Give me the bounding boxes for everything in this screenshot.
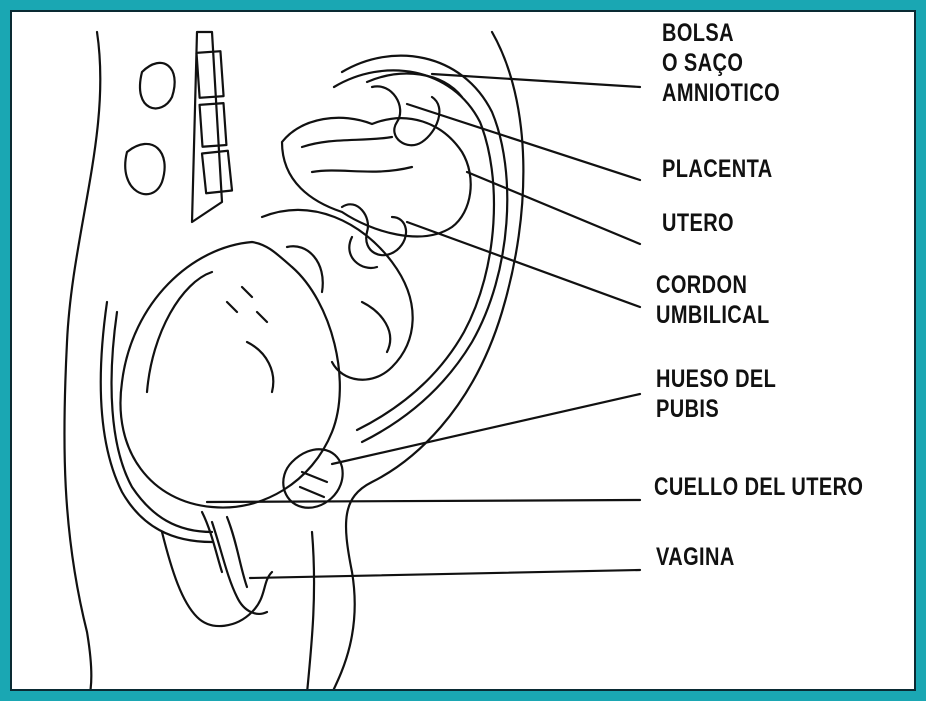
kidney-upper	[140, 63, 175, 109]
leader-cuello	[207, 500, 640, 502]
placenta	[282, 118, 471, 237]
umbilical-cord	[342, 86, 439, 268]
label-bolsa-line2: O SAÇO	[662, 48, 780, 78]
pubic-bone	[283, 449, 342, 508]
leader-hueso	[332, 394, 640, 464]
label-utero: UTERO	[662, 208, 734, 238]
kidney-lower	[125, 144, 164, 194]
back-outline	[64, 32, 100, 691]
label-cordon: CORDON UMBILICAL	[656, 270, 770, 330]
label-cuello: CUELLO DEL UTERO	[654, 472, 863, 502]
pregnancy-anatomy-illustration	[12, 12, 916, 691]
label-hueso-line1: HUESO DEL	[656, 364, 776, 394]
label-hueso: HUESO DEL PUBIS	[656, 364, 776, 424]
baby-head	[120, 242, 339, 508]
diagram-panel: BOLSA O SAÇO AMNIOTICO PLACENTA UTERO CO…	[10, 10, 916, 691]
label-bolsa: BOLSA O SAÇO AMNIOTICO	[662, 18, 780, 108]
label-cordon-line1: CORDON	[656, 270, 770, 300]
label-bolsa-line3: AMNIOTICO	[662, 78, 780, 108]
label-placenta: PLACENTA	[662, 154, 773, 184]
leader-bolsa	[432, 74, 640, 87]
label-bolsa-line1: BOLSA	[662, 18, 780, 48]
belly-outline	[332, 32, 523, 691]
label-hueso-line2: PUBIS	[656, 394, 776, 424]
leader-cordon	[407, 222, 640, 307]
label-cordon-line2: UMBILICAL	[656, 300, 770, 330]
perineum-outline	[162, 532, 272, 626]
label-vagina: VAGINA	[656, 542, 735, 572]
leader-vagina	[250, 570, 640, 578]
